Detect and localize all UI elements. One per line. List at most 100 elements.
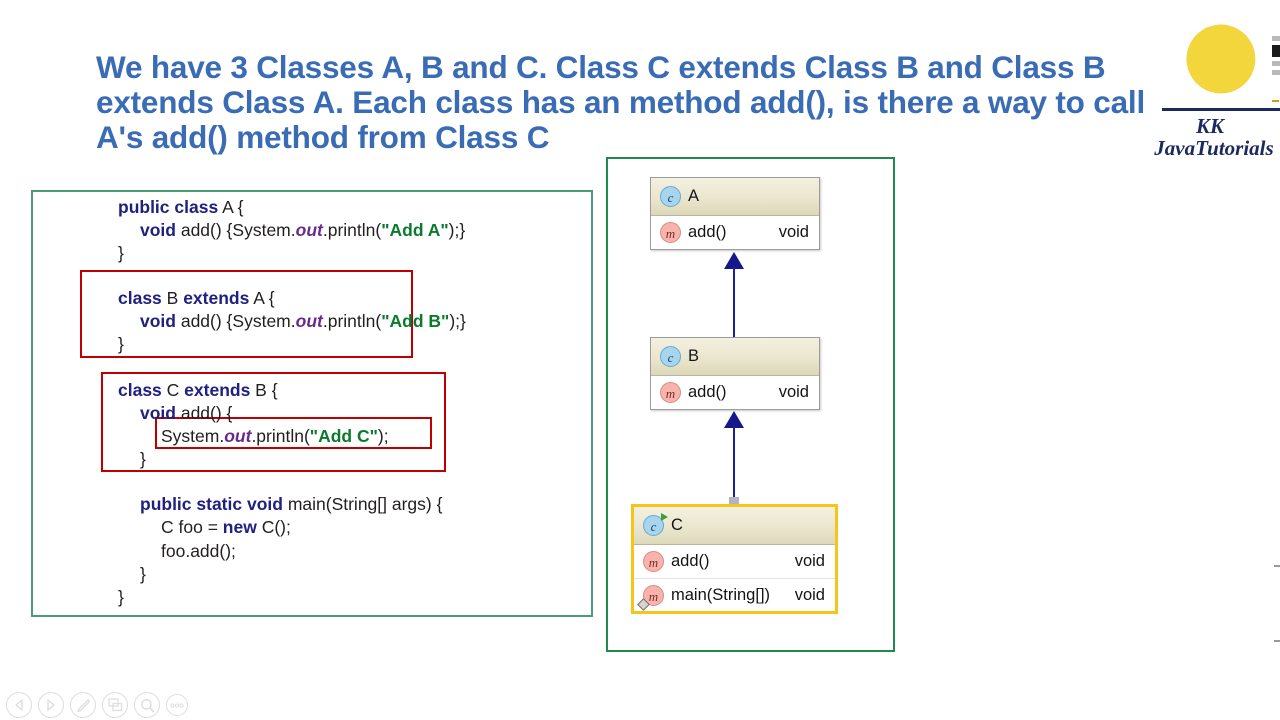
code-line-class-b-decl: class B extends A {: [118, 287, 275, 311]
edge-fragment: [1272, 100, 1279, 102]
method-icon: m: [660, 382, 681, 403]
uml-class-header-c: c C: [634, 507, 835, 545]
arrow-shaft: [733, 425, 735, 501]
uml-member-row[interactable]: m add() void: [634, 545, 835, 578]
more-options-button[interactable]: [166, 694, 188, 716]
kw-class: class: [118, 380, 162, 400]
method-icon: m: [643, 551, 664, 572]
kw-public-class: public class: [118, 197, 219, 217]
text-println: .println(: [251, 426, 310, 446]
uml-member-name: add(): [688, 383, 727, 401]
search-icon: [140, 698, 155, 713]
highlight-class-c: [101, 372, 446, 472]
player-toolbar: [6, 692, 188, 718]
code-line-main-close: }: [140, 564, 146, 584]
slides-icon: [107, 698, 122, 712]
code-line-class-c-add-close: }: [140, 449, 146, 469]
uml-class-box-a[interactable]: c A m add() void: [650, 177, 820, 250]
inheritance-arrow-c-to-b: [724, 411, 744, 507]
page-title: We have 3 Classes A, B and C. Class C ex…: [96, 49, 1153, 155]
pen-button[interactable]: [70, 692, 96, 718]
uml-member-row[interactable]: m main(String[]) void: [634, 578, 835, 611]
field-out: out: [295, 311, 323, 331]
text-system: add() {System.: [175, 220, 296, 240]
uml-diagram-panel: c A m add() void c B m add() void: [606, 157, 895, 652]
more-icon: [170, 702, 184, 708]
logo-text-javatutorials: JavaTutorials: [1154, 136, 1274, 160]
class-c-super: B {: [250, 380, 278, 400]
field-out: out: [224, 426, 252, 446]
uml-class-box-c[interactable]: c C m add() void m main(String[]) void: [631, 504, 838, 614]
highlight-println-add-c: [155, 417, 432, 449]
uml-member-type: void: [794, 552, 825, 570]
run-arrow-icon: [661, 513, 668, 521]
highlight-class-b: [80, 270, 413, 358]
text-main-signature: main(String[] args) {: [282, 494, 443, 514]
uml-class-name-b: B: [688, 347, 700, 365]
code-line-class-a-close: }: [118, 243, 124, 263]
class-a-name: A {: [218, 197, 244, 217]
next-icon: [47, 699, 55, 711]
method-icon: m: [660, 222, 681, 243]
code-line-println-add-c: System.out.println("Add C");: [161, 425, 389, 449]
kw-void: void: [140, 220, 176, 240]
text-println: .println(: [322, 220, 382, 240]
uml-class-header-b: c B: [651, 338, 819, 376]
text-system: add() {System.: [175, 311, 296, 331]
code-line-class-a-add: void add() {System.out.println("Add A");…: [140, 219, 465, 243]
logo: KK JavaTutorials: [1150, 12, 1280, 162]
search-button[interactable]: [134, 692, 160, 718]
uml-class-box-b[interactable]: c B m add() void: [650, 337, 820, 410]
uml-member-row[interactable]: m add() void: [651, 216, 819, 249]
edge-fragment: [1272, 45, 1280, 57]
edge-fragment: [1274, 565, 1280, 567]
class-icon: c: [660, 186, 681, 207]
next-button[interactable]: [38, 692, 64, 718]
uml-member-name: add(): [688, 223, 727, 241]
edge-fragment: [1272, 70, 1280, 75]
kw-extends: extends: [183, 288, 250, 308]
logo-mark-icon: [1178, 21, 1256, 97]
uml-member-row[interactable]: m add() void: [651, 376, 819, 409]
code-line-class-c-close: }: [118, 587, 124, 607]
kw-class: class: [118, 288, 162, 308]
uml-member-type: void: [794, 585, 825, 604]
arrowhead-icon: [724, 411, 744, 428]
string-add-a: "Add A": [381, 220, 449, 240]
edge-fragment: [1272, 36, 1280, 41]
code-line-class-b-close: }: [118, 334, 124, 354]
uml-member-name: main(String[]): [671, 585, 771, 604]
uml-class-name-c: C: [671, 516, 683, 534]
uml-class-header-a: c A: [651, 178, 819, 216]
code-line-main-decl: public static void main(String[] args) {: [140, 493, 442, 517]
previous-button[interactable]: [6, 692, 32, 718]
logo-text-kk: KK: [1195, 114, 1224, 138]
text-c-foo: C foo =: [161, 517, 223, 537]
code-line-class-b-add: void add() {System.out.println("Add B");…: [140, 310, 466, 334]
text-c-ctor: C();: [256, 517, 291, 537]
class-b-super: A {: [249, 288, 275, 308]
code-line-class-a-decl: public class A {: [118, 196, 244, 220]
code-line-new-c: C foo = new C();: [161, 516, 291, 540]
uml-member-type: void: [778, 383, 809, 401]
inheritance-arrow-b-to-a: [724, 252, 744, 340]
kw-new: new: [222, 517, 257, 537]
code-line-foo-add: foo.add();: [161, 541, 236, 561]
text-close-b: );}: [449, 311, 466, 331]
text-system: System.: [161, 426, 225, 446]
logo-divider: [1162, 108, 1280, 111]
slides-button[interactable]: [102, 692, 128, 718]
kw-void: void: [140, 403, 176, 423]
uml-class-name-a: A: [688, 187, 700, 205]
field-out: out: [295, 220, 323, 240]
arrowhead-icon: [724, 252, 744, 269]
arrow-tail-stub: [729, 497, 739, 506]
string-add-b: "Add B": [381, 311, 450, 331]
uml-member-type: void: [778, 223, 809, 241]
class-b-name: B: [161, 288, 184, 308]
edge-fragment: [1274, 640, 1280, 642]
code-panel: public class A { void add() {System.out.…: [31, 190, 593, 617]
uml-member-name: add(): [671, 552, 710, 570]
static-modifier-icon: [637, 597, 650, 611]
